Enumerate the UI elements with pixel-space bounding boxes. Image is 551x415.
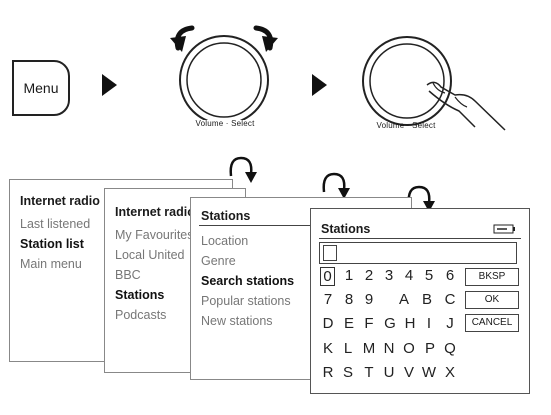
backspace-button[interactable]: BKSP bbox=[465, 268, 519, 286]
menu-item[interactable]: Popular stations bbox=[201, 294, 291, 308]
key[interactable]: E bbox=[343, 315, 354, 332]
cancel-button[interactable]: CANCEL bbox=[465, 314, 519, 332]
rotate-arrow-icon-2 bbox=[322, 172, 350, 199]
key[interactable]: 6 bbox=[445, 267, 455, 284]
key[interactable]: 7 bbox=[323, 291, 333, 308]
screen-title: Internet radio bbox=[20, 194, 100, 208]
menu-button[interactable]: Menu bbox=[12, 60, 70, 116]
menu-item[interactable]: Genre bbox=[201, 254, 236, 268]
key[interactable]: 4 bbox=[404, 267, 414, 284]
rotate-arrow-icon-3 bbox=[407, 185, 435, 212]
menu-item[interactable]: Location bbox=[201, 234, 249, 248]
cursor-box bbox=[323, 245, 337, 261]
menu-item[interactable]: New stations bbox=[201, 314, 273, 328]
menu-item[interactable]: Main menu bbox=[20, 257, 82, 271]
key[interactable]: A bbox=[398, 291, 409, 308]
screen-title: Internet radio bbox=[115, 205, 195, 219]
menu-item[interactable]: BBC bbox=[115, 268, 141, 282]
screen-title: Stations bbox=[199, 198, 403, 226]
menu-item-selected[interactable]: Stations bbox=[115, 288, 165, 302]
key[interactable]: S bbox=[342, 364, 353, 381]
key[interactable]: R bbox=[322, 364, 334, 381]
menu-item[interactable]: Podcasts bbox=[115, 308, 167, 322]
screen-title: Stations bbox=[319, 209, 521, 239]
arrow-right-icon-2 bbox=[312, 74, 327, 96]
key[interactable]: V bbox=[403, 364, 414, 381]
screen-search: Stations 0 1 2 3 4 5 6 7 8 9 A B C D E F… bbox=[310, 208, 530, 394]
key-selected[interactable]: 0 bbox=[320, 267, 335, 286]
key[interactable]: N bbox=[383, 340, 395, 357]
menu-item[interactable]: Last listened bbox=[20, 217, 91, 231]
key[interactable]: K bbox=[322, 340, 333, 357]
press-knob-icon bbox=[362, 36, 506, 131]
rotate-arrow-icon bbox=[229, 156, 257, 183]
key[interactable]: 5 bbox=[424, 267, 434, 284]
battery-icon bbox=[493, 224, 515, 234]
menu-item-selected[interactable]: Station list bbox=[20, 237, 84, 251]
key[interactable]: M bbox=[362, 340, 376, 357]
key[interactable]: 3 bbox=[384, 267, 394, 284]
arrow-right-icon bbox=[102, 74, 117, 96]
key[interactable]: C bbox=[444, 291, 456, 308]
menu-item[interactable]: My Favourites bbox=[115, 228, 194, 242]
menu-item[interactable]: Local United bbox=[115, 248, 185, 262]
key[interactable]: B bbox=[421, 291, 432, 308]
rotate-knob-icon bbox=[170, 25, 278, 120]
key[interactable]: U bbox=[383, 364, 395, 381]
key[interactable]: J bbox=[446, 315, 454, 332]
ok-button[interactable]: OK bbox=[465, 291, 519, 309]
menu-button-label: Menu bbox=[23, 80, 59, 96]
key[interactable]: O bbox=[403, 340, 415, 357]
key[interactable]: I bbox=[426, 315, 432, 332]
key[interactable]: G bbox=[384, 315, 396, 332]
key[interactable]: Q bbox=[444, 340, 456, 357]
key[interactable]: D bbox=[322, 315, 334, 332]
key[interactable]: 2 bbox=[364, 267, 374, 284]
key[interactable]: T bbox=[364, 364, 374, 381]
key[interactable]: P bbox=[424, 340, 435, 357]
key[interactable]: F bbox=[364, 315, 374, 332]
key[interactable]: 1 bbox=[344, 267, 354, 284]
key[interactable]: X bbox=[444, 364, 455, 381]
key[interactable]: L bbox=[343, 340, 353, 357]
key[interactable]: H bbox=[404, 315, 416, 332]
search-input[interactable] bbox=[319, 242, 517, 264]
key[interactable]: W bbox=[421, 364, 437, 381]
key[interactable]: 9 bbox=[364, 291, 374, 308]
knob-label-2: Volume · Select bbox=[376, 121, 436, 130]
knob-label-1: Volume · Select bbox=[195, 119, 255, 128]
menu-item-selected[interactable]: Search stations bbox=[201, 274, 295, 288]
key[interactable]: 8 bbox=[344, 291, 354, 308]
